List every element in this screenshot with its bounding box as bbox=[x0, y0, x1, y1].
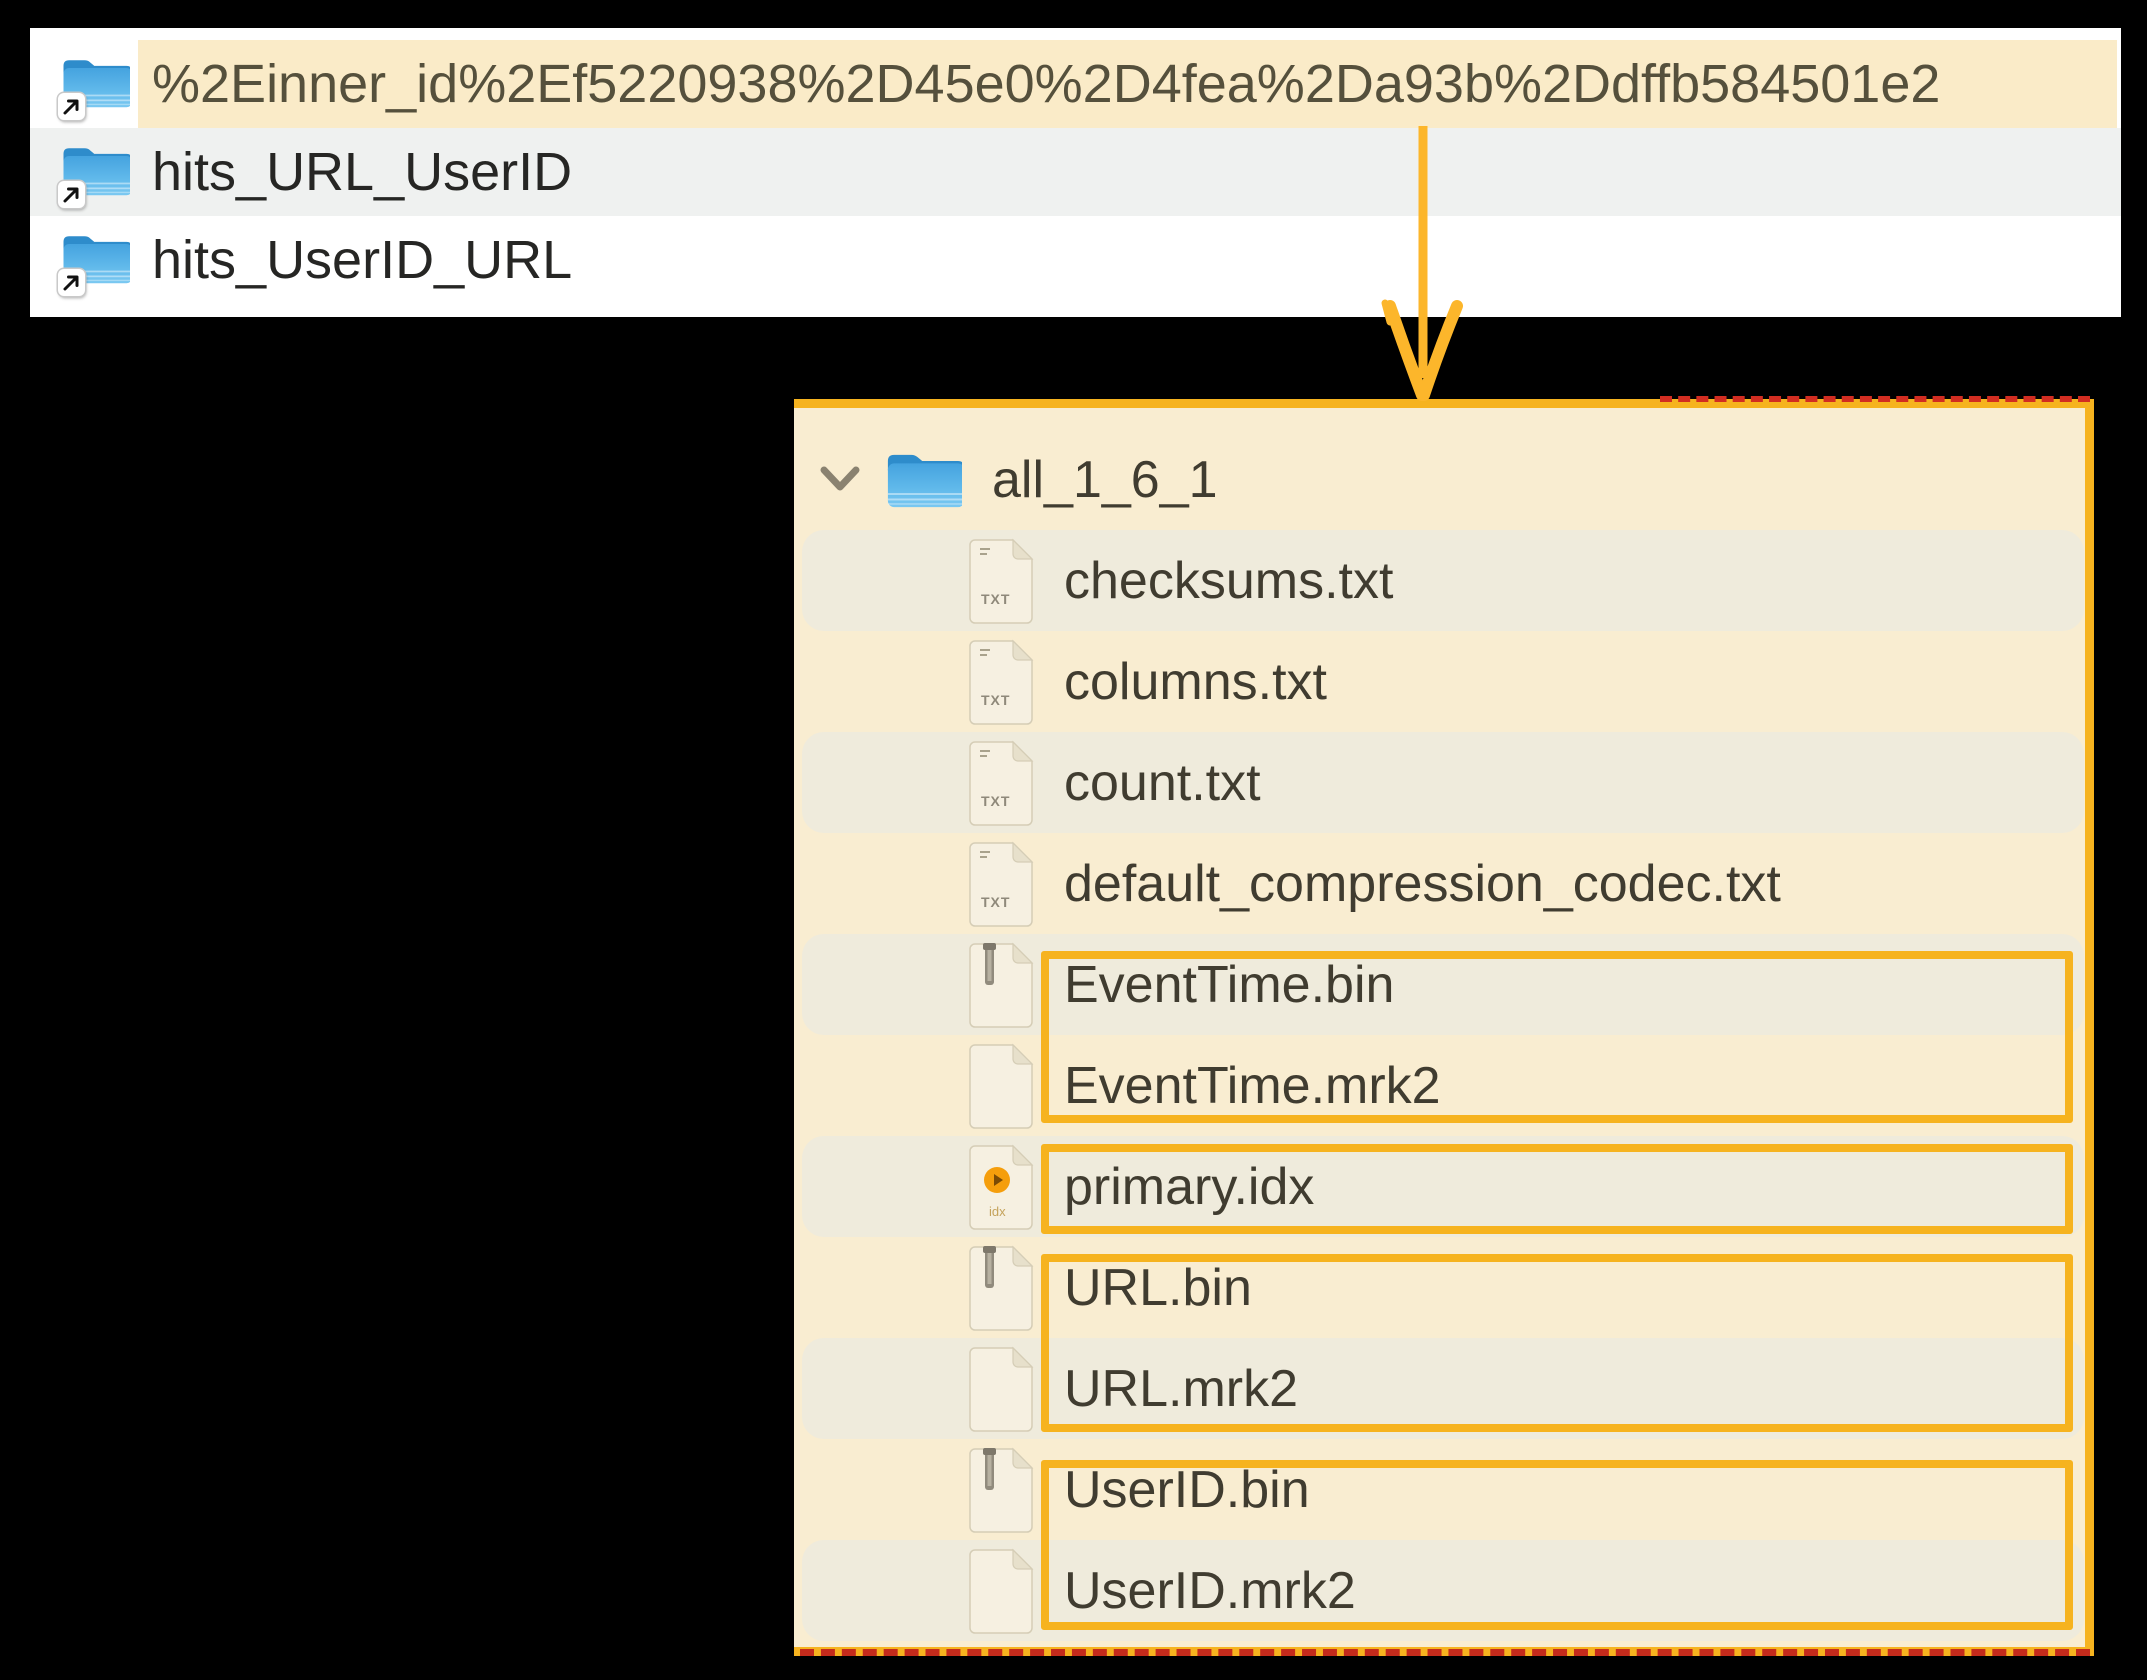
highlight-box-primary-idx bbox=[1041, 1144, 2073, 1234]
folder-name: hits_UserID_URL bbox=[152, 230, 573, 290]
svg-text:TXT: TXT bbox=[981, 894, 1010, 910]
blank-file-icon bbox=[968, 1346, 1034, 1432]
alias-arrow-badge bbox=[58, 181, 85, 208]
svg-text:idx: idx bbox=[989, 1204, 1006, 1219]
tree-row-file[interactable]: EventTime.mrk2 bbox=[802, 1035, 2084, 1136]
highlight-box-url bbox=[1041, 1254, 2073, 1432]
tree-row-file[interactable]: TXT count.txt bbox=[802, 732, 2084, 833]
tree-item-label: columns.txt bbox=[1064, 652, 1327, 711]
folder-row-hits-userid-url[interactable]: hits_UserID_URL bbox=[30, 216, 2121, 304]
svg-text:TXT: TXT bbox=[981, 591, 1010, 607]
alias-arrow-badge bbox=[58, 93, 85, 120]
tree-item-label: UserID.bin bbox=[1064, 1460, 1310, 1519]
tree-row-file[interactable]: idx primary.idx bbox=[802, 1136, 2084, 1237]
alt-row-background bbox=[30, 128, 2121, 216]
idx-file-icon: idx bbox=[968, 1144, 1034, 1230]
txt-file-icon: TXT bbox=[968, 841, 1034, 927]
tree-item-label: URL.mrk2 bbox=[1064, 1359, 1299, 1418]
red-dash-artifact-top bbox=[1660, 396, 2090, 402]
tree-row-file[interactable]: UserID.bin bbox=[802, 1439, 2084, 1540]
bin-file-icon bbox=[968, 1448, 1034, 1533]
tree-row-root[interactable]: all_1_6_1 bbox=[802, 429, 2084, 530]
folder-row-inner-id[interactable]: %2Einner_id%2Ef5220938%2D45e0%2D4fea%2Da… bbox=[30, 40, 2121, 128]
tree-item-label: primary.idx bbox=[1064, 1157, 1315, 1216]
folder-name: %2Einner_id%2Ef5220938%2D45e0%2D4fea%2Da… bbox=[152, 54, 1941, 114]
tree-row-file[interactable]: EventTime.bin bbox=[802, 934, 2084, 1035]
tree-item-label: all_1_6_1 bbox=[992, 450, 1218, 509]
tree-item-label: EventTime.bin bbox=[1064, 955, 1395, 1014]
svg-text:TXT: TXT bbox=[981, 793, 1010, 809]
folder-icon bbox=[884, 446, 962, 512]
alias-arrow-badge bbox=[58, 269, 85, 296]
bin-file-icon bbox=[968, 943, 1034, 1028]
tree-row-file[interactable]: URL.bin bbox=[802, 1237, 2084, 1338]
alias-folder-icon bbox=[58, 140, 130, 208]
highlight-box-userid bbox=[1041, 1460, 2073, 1630]
tree-row-file[interactable]: TXT checksums.txt bbox=[802, 530, 2084, 631]
finder-list-panel: %2Einner_id%2Ef5220938%2D45e0%2D4fea%2Da… bbox=[30, 28, 2121, 317]
folder-row-hits-url-userid[interactable]: hits_URL_UserID bbox=[30, 128, 2121, 216]
tree-row-file[interactable]: TXT columns.txt bbox=[802, 631, 2084, 732]
svg-text:TXT: TXT bbox=[981, 692, 1010, 708]
alias-folder-icon bbox=[58, 52, 130, 120]
down-arrow bbox=[1381, 126, 1463, 401]
txt-file-icon: TXT bbox=[968, 538, 1034, 624]
blank-file-icon bbox=[968, 1043, 1034, 1129]
alias-folder-icon bbox=[58, 228, 130, 296]
selected-row-highlight bbox=[138, 40, 2117, 128]
bin-file-icon bbox=[968, 1246, 1034, 1331]
chevron-down-icon[interactable] bbox=[818, 463, 862, 495]
txt-file-icon: TXT bbox=[968, 740, 1034, 826]
tree-item-label: count.txt bbox=[1064, 753, 1261, 812]
tree-item-label: default_compression_codec.txt bbox=[1064, 854, 1781, 913]
txt-file-icon: TXT bbox=[968, 639, 1034, 725]
highlight-box-eventtime bbox=[1041, 951, 2073, 1123]
tree-item-label: URL.bin bbox=[1064, 1258, 1252, 1317]
tree-item-label: UserID.mrk2 bbox=[1064, 1561, 1356, 1620]
tree-row-file[interactable]: URL.mrk2 bbox=[802, 1338, 2084, 1439]
folder-name: hits_URL_UserID bbox=[152, 142, 573, 202]
blank-file-icon bbox=[968, 1548, 1034, 1634]
tree-item-label: EventTime.mrk2 bbox=[1064, 1056, 1441, 1115]
red-dash-artifact-bottom bbox=[800, 1649, 2090, 1656]
tree-item-label: checksums.txt bbox=[1064, 551, 1394, 610]
tree-row-file[interactable]: TXT default_compression_codec.txt bbox=[802, 833, 2084, 934]
